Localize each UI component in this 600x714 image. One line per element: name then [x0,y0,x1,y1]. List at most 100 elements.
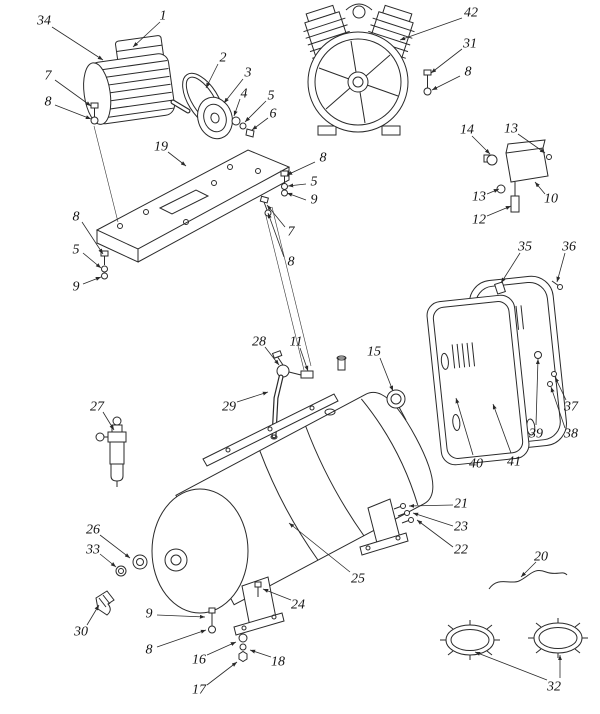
leader-line-30-45-0 [86,604,100,626]
callout-37-33: 37 [563,400,579,415]
callout-42-9: 42 [464,6,478,21]
guard-clip [494,281,506,295]
leader-line-35-26-0 [500,252,521,284]
callout-23-39: 23 [454,520,468,535]
leader-line-8-47-0 [156,629,207,648]
pressure-gauge [386,389,407,421]
callout-5-22: 5 [73,243,80,258]
leader-line-8-25-0 [267,212,285,258]
callout-26-42: 26 [86,523,100,538]
leader-line-27-32-0 [102,411,115,431]
callout-39-35: 39 [528,427,543,442]
pressure-switch [483,139,552,213]
callout-8-25: 8 [288,255,295,270]
tank-foot-front [233,576,285,636]
projection-lines [93,125,312,371]
guard-screw-36 [551,280,563,290]
leader-line-37-33-0 [554,376,567,401]
callout-35-26: 35 [517,240,532,255]
leader-line-16-49-0 [206,641,237,656]
callout-8-13: 8 [320,151,327,166]
callout-3-3: 3 [244,66,252,81]
leader-line-7-24-0 [266,204,286,228]
callout-2-2: 2 [220,51,227,66]
callout-22-40: 22 [454,543,468,558]
callout-36-27: 36 [561,240,576,255]
leader-line-13-17-0 [517,133,546,154]
leader-line-26-42-0 [99,534,131,559]
leader-line-9-46-0 [156,614,206,619]
leader-line-12-20-0 [486,205,512,217]
plate-bolt-left-stack [100,250,109,280]
leader-line-9-23-0 [82,276,102,285]
callout-8-11: 8 [465,65,472,80]
hose-ring-left [440,620,500,660]
leader-line-14-16-0 [471,135,491,155]
pulley-hardware [231,116,255,138]
callout-9-15: 9 [311,193,318,208]
leader-line-13-18-0 [486,188,500,195]
callout-5-5: 5 [268,89,275,104]
callout-4-4: 4 [241,87,248,102]
callout-13-17: 13 [504,122,518,137]
callout-13-18: 13 [472,190,486,205]
leader-line-39-35-0 [535,358,540,426]
leader-line-41-37-0 [492,403,512,454]
callout-5-14: 5 [311,175,318,190]
callout-11-29: 11 [290,335,303,350]
callout-34-0: 34 [36,14,51,29]
motor-bolt-left [90,102,99,125]
callout-19-12: 19 [154,140,168,155]
callout-33-43: 33 [85,543,100,558]
leader-line-42-9-0 [399,17,463,41]
pump-mount-bolt [423,69,432,96]
callout-30-45: 30 [73,625,88,640]
leader-line-8-21-0 [81,221,104,255]
callout-9-46: 9 [146,607,153,622]
leader-line-9-15-0 [286,192,307,201]
callout-28-28: 28 [252,335,266,350]
callout-7-24: 7 [288,225,296,240]
leader-line-8-13-0 [286,161,316,176]
leader-line-6-6-0 [251,117,269,131]
callout-32-52: 32 [546,680,561,695]
leader-line-8-8-0 [54,104,92,120]
rear-foot-bolts [393,503,414,524]
callout-8-8: 8 [45,95,52,110]
callout-18-50: 18 [271,655,285,670]
tank-foot-rear [359,498,409,556]
flywheel [307,31,409,133]
leader-line-23-39-0 [412,512,454,527]
leader-line-20-41-0 [520,561,537,578]
leader-line-36-27-0 [556,252,566,283]
drain-washer [115,565,127,577]
callout-12-20: 12 [472,213,486,228]
foot-bolt-24 [254,581,262,597]
callout-15-30: 15 [367,345,381,360]
callout-27-32: 27 [90,400,105,415]
callout-31-10: 31 [462,37,477,52]
callout-17-51: 17 [192,683,207,698]
leader-line-2-2-0 [205,63,219,89]
leader-line-17-51-0 [206,661,238,686]
callout-8-21: 8 [73,210,80,225]
leader-line-5-5-0 [244,100,267,123]
leader-line-5-14-0 [287,183,307,188]
leader-line-28-28-0 [264,346,280,366]
callout-1-1: 1 [160,9,167,24]
foot-bolt-front [208,607,216,634]
leader-line-32-52-0 [474,651,548,681]
callout-25-44: 25 [351,572,365,587]
leader-line-38-34-0 [550,386,566,429]
callout-21-38: 21 [454,497,468,512]
leader-line-40-36-0 [455,397,474,456]
leader-line-11-29-0 [299,347,309,372]
leader-line-8-11-0 [431,75,461,91]
leader-line-15-30-0 [379,357,394,392]
leader-line-25-44-0 [288,522,351,573]
filter-regulator [95,416,127,487]
washer-nut-stack [238,633,248,663]
callout-24-48: 24 [291,598,305,613]
callout-16-49: 16 [192,653,206,668]
